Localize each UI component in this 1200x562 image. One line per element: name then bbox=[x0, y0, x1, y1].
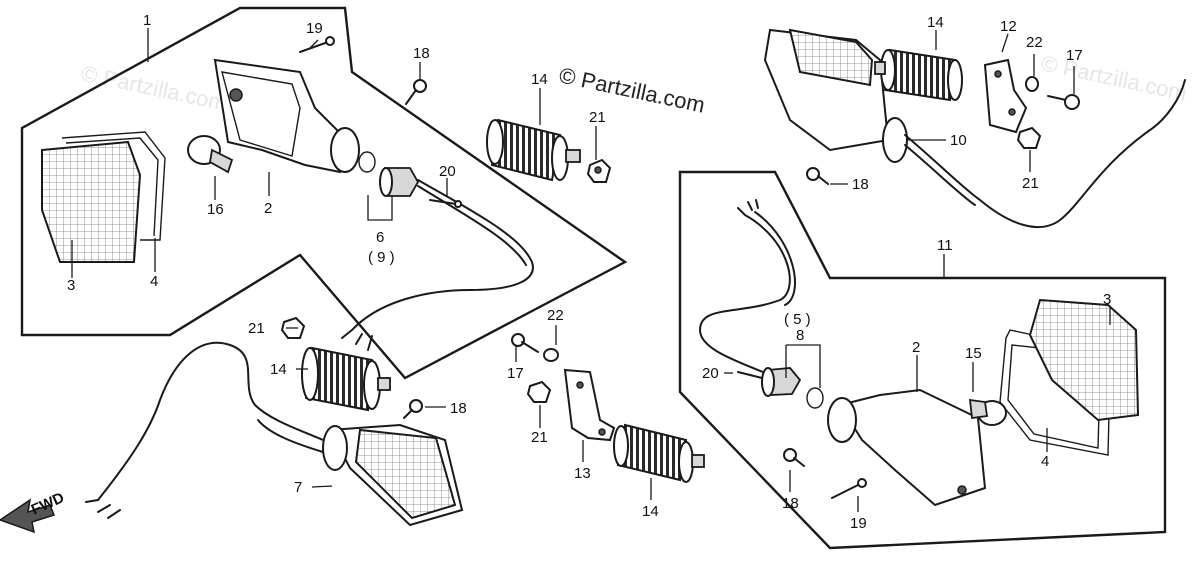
callout-10: 10 bbox=[950, 132, 967, 149]
right-bolt-18-bottom bbox=[783, 448, 805, 467]
relay-top-left bbox=[486, 118, 581, 182]
callout-4-right: 4 bbox=[1041, 453, 1049, 470]
bolt-17-right bbox=[1047, 94, 1080, 110]
callout-22-right: 22 bbox=[1026, 34, 1043, 51]
callout-leaders bbox=[71, 28, 1111, 512]
callout-21-center: 21 bbox=[531, 429, 548, 446]
left-signal-gasket bbox=[61, 131, 166, 241]
nut-21-right bbox=[1016, 126, 1042, 149]
callout-15: 15 bbox=[965, 345, 982, 362]
left-assembly-frame bbox=[20, 6, 628, 380]
callout-18-right-bottom: 18 bbox=[782, 495, 799, 512]
callout-7: 7 bbox=[294, 479, 302, 496]
callout-21-right: 21 bbox=[1022, 175, 1039, 192]
callout-21-left-middle: 21 bbox=[248, 320, 265, 337]
callout-18-top: 18 bbox=[413, 45, 430, 62]
callout-20-right: 20 bbox=[702, 365, 719, 382]
callout-3-right: 3 bbox=[1103, 291, 1111, 308]
left-screw-19 bbox=[299, 36, 335, 53]
left-bolt-18 bbox=[405, 79, 427, 105]
callout-13: 13 bbox=[574, 465, 591, 482]
bracket-12 bbox=[983, 58, 1028, 134]
callout-4-left: 4 bbox=[150, 273, 158, 290]
callout-18-right-top: 18 bbox=[852, 176, 869, 193]
callout-5: ( 5 ) bbox=[784, 311, 811, 328]
callout-19-left: 19 bbox=[306, 20, 323, 37]
right-socket-assembly bbox=[699, 199, 824, 409]
right-screw-19 bbox=[831, 478, 867, 499]
right-signal-bulb bbox=[968, 398, 1007, 426]
callout-22-center: 22 bbox=[547, 307, 564, 324]
callout-2-right: 2 bbox=[912, 339, 920, 356]
bracket-13 bbox=[563, 368, 616, 442]
watermark-faint-right: © Partzilla.com bbox=[1039, 50, 1189, 105]
left-signal-lens bbox=[41, 140, 142, 263]
callout-20-left: 20 bbox=[439, 163, 456, 180]
callout-8: 8 bbox=[796, 327, 804, 344]
bolt-17-center bbox=[511, 333, 539, 353]
callout-17-center: 17 bbox=[507, 365, 524, 382]
callout-9: ( 9 ) bbox=[368, 249, 395, 266]
callout-14-top-right: 14 bbox=[927, 14, 944, 31]
callout-3-left: 3 bbox=[67, 277, 75, 294]
left-rear-signal bbox=[85, 341, 464, 527]
right-rear-signal bbox=[763, 28, 1186, 229]
callout-17-right: 17 bbox=[1066, 47, 1083, 64]
left-signal-housing bbox=[213, 58, 360, 174]
watermark-faint-left: © Partzilla.com bbox=[79, 60, 229, 115]
left-screw-20 bbox=[429, 199, 462, 208]
fwd-arrow bbox=[0, 498, 55, 534]
callout-14-top-left: 14 bbox=[531, 71, 548, 88]
left-signal-bulb bbox=[187, 135, 234, 174]
callout-14-left-middle: 14 bbox=[270, 361, 287, 378]
callout-1: 1 bbox=[143, 12, 151, 29]
right-signal-housing bbox=[827, 388, 987, 507]
relay-bottom-center bbox=[613, 423, 705, 483]
callout-19-right: 19 bbox=[850, 515, 867, 532]
callout-14-bottom-center: 14 bbox=[642, 503, 659, 520]
washer-22-center bbox=[543, 348, 559, 362]
right-assembly-frame bbox=[678, 170, 1167, 550]
relay-top-right bbox=[874, 48, 963, 102]
left-socket-assembly bbox=[341, 151, 534, 351]
callout-11: 11 bbox=[937, 237, 953, 254]
bolt-18-right-top bbox=[806, 167, 829, 185]
relay-left-middle bbox=[301, 346, 391, 412]
callout-2-left: 2 bbox=[264, 200, 272, 217]
nut-21-top bbox=[586, 158, 612, 183]
washer-22-right bbox=[1025, 76, 1039, 92]
callout-12: 12 bbox=[1000, 18, 1017, 35]
right-screw-20 bbox=[737, 371, 763, 379]
bolt-18-left-middle bbox=[403, 399, 423, 419]
callout-16: 16 bbox=[207, 201, 224, 218]
callout-21-top: 21 bbox=[589, 109, 606, 126]
callout-18-left-middle: 18 bbox=[450, 400, 467, 417]
right-signal-lens bbox=[1028, 298, 1140, 422]
nut-21-center bbox=[526, 380, 552, 403]
watermark-main: © Partzilla.com bbox=[557, 62, 707, 117]
callout-6: 6 bbox=[376, 229, 384, 246]
